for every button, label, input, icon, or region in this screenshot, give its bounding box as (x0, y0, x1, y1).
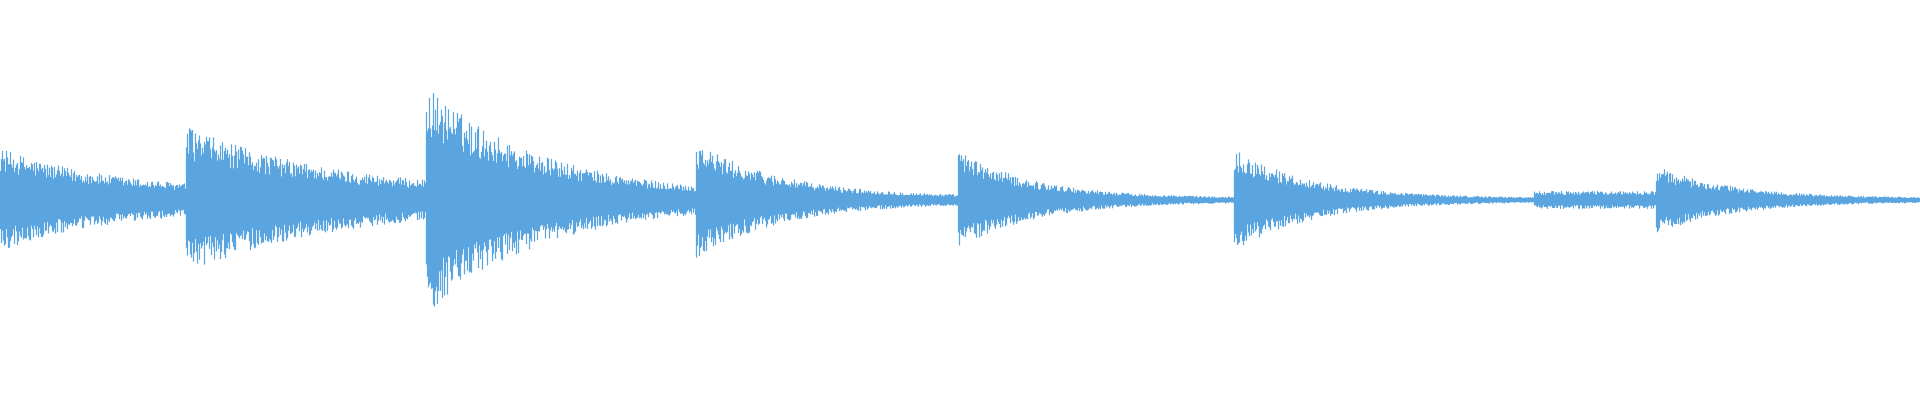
waveform-group (0, 93, 1920, 307)
waveform-centerline (0, 198, 1920, 202)
